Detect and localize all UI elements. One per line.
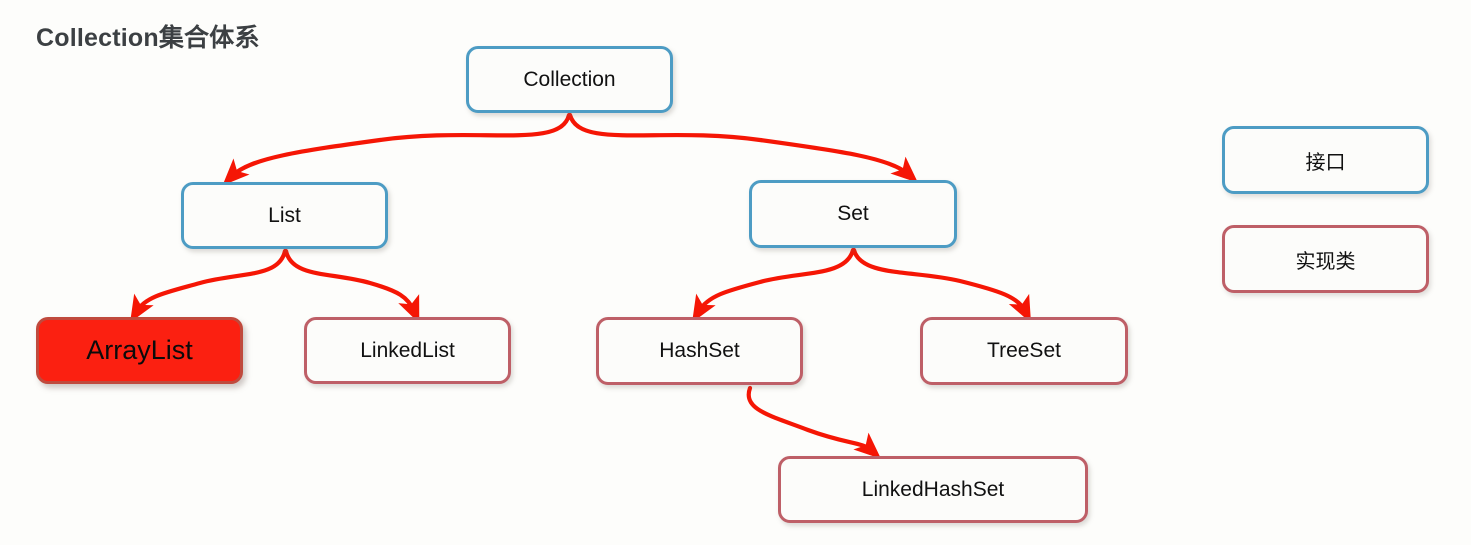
edge-hashset-linkedhashset <box>746 385 882 459</box>
legend-interface: 接口 <box>1222 126 1429 194</box>
node-label: Set <box>837 202 869 225</box>
node-linkedhashset[interactable]: LinkedHashSet <box>778 456 1088 523</box>
legend-label: 接口 <box>1305 151 1346 174</box>
edge-set-hashset <box>692 247 856 323</box>
legend-label: 实现类 <box>1295 250 1356 273</box>
legend-implementation-class: 实现类 <box>1222 225 1429 293</box>
node-label: TreeSet <box>987 339 1061 362</box>
node-arraylist[interactable]: ArrayList <box>36 317 243 384</box>
edge-set-treeset <box>851 247 1032 324</box>
edge-collection-list <box>222 112 572 186</box>
node-collection[interactable]: Collection <box>466 46 673 113</box>
node-label: LinkedHashSet <box>861 477 1005 501</box>
node-set[interactable]: Set <box>749 180 957 248</box>
node-label: Collection <box>523 67 616 91</box>
node-linkedlist[interactable]: LinkedList <box>304 317 511 384</box>
node-label: HashSet <box>659 339 740 362</box>
node-label: ArrayList <box>86 335 193 365</box>
node-hashset[interactable]: HashSet <box>596 317 803 385</box>
node-label: LinkedList <box>360 338 455 362</box>
edge-collection-set <box>567 112 919 183</box>
node-treeset[interactable]: TreeSet <box>920 317 1128 385</box>
edge-list-arraylist <box>130 248 288 323</box>
edge-list-linkedlist <box>283 248 420 324</box>
node-list[interactable]: List <box>181 182 388 249</box>
page-title: Collection集合体系 <box>36 24 260 52</box>
node-label: List <box>268 203 301 227</box>
